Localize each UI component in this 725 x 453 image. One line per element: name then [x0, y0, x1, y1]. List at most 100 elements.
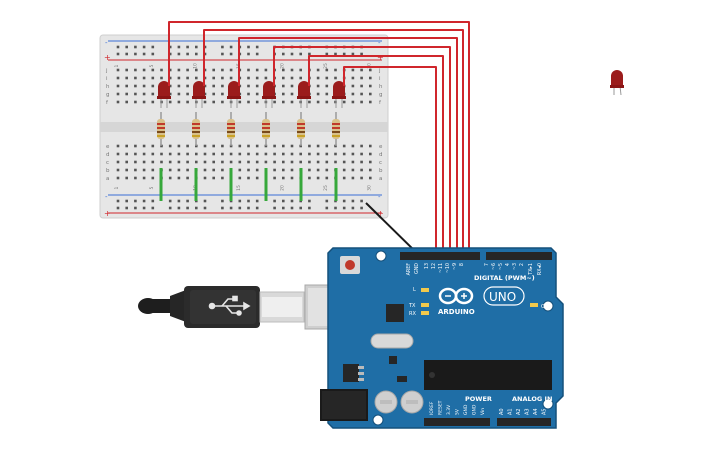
- tx-label: TX: [408, 303, 416, 309]
- green-jumpers[interactable]: [159, 168, 338, 201]
- digital-pin-label: ~9: [452, 263, 458, 270]
- rail-minus-top-right: -: [378, 39, 381, 47]
- row-letter: f: [106, 100, 109, 106]
- digital-pin-label: ~6: [491, 263, 497, 270]
- digital-pin-label: TX▸1: [528, 263, 534, 276]
- wire-led1: [168, 21, 470, 257]
- usb-chip: [386, 304, 404, 322]
- wire-led3: [238, 37, 458, 257]
- resistor-4: [262, 112, 270, 146]
- leds[interactable]: [157, 81, 346, 108]
- crystal: [370, 333, 414, 349]
- col-number: 5: [149, 64, 155, 67]
- digital-pin-label: 7: [484, 263, 490, 266]
- power-pin-label: GND: [472, 404, 478, 415]
- power-header[interactable]: [424, 418, 490, 426]
- usb-icon: [208, 295, 251, 316]
- resistor-1: [157, 112, 165, 146]
- resistor-2: [192, 112, 200, 146]
- digital-pin-label: 12: [431, 263, 437, 269]
- resistors[interactable]: [157, 112, 340, 146]
- model-label: UNO: [489, 290, 516, 304]
- rail-plus-top: +: [104, 53, 111, 62]
- row-letter: f: [379, 100, 382, 106]
- analog-header[interactable]: [497, 418, 551, 426]
- digital-pin-label: ~10: [445, 263, 451, 273]
- digital-pin-label: RX◂0: [537, 263, 543, 275]
- digital-header[interactable]: [400, 252, 552, 260]
- col-number: 5: [149, 186, 155, 189]
- atmega-chip: [424, 360, 552, 390]
- analog-pin-label: A2: [516, 408, 522, 415]
- row-letter: j: [378, 68, 381, 74]
- rail-plus-bottom-right: +: [377, 209, 384, 218]
- row-letter: h: [379, 84, 383, 90]
- l-label: L: [413, 287, 416, 293]
- analog-label: ANALOG IN: [512, 395, 552, 403]
- power-pin-label: Vin: [480, 408, 486, 415]
- digital-pin-label: AREF: [406, 263, 412, 276]
- analog-pin-label: A3: [525, 408, 531, 415]
- digital-pin-label: 8: [459, 263, 465, 266]
- digital-pin-label: ~11: [438, 263, 444, 273]
- power-pin-label: 3.3V: [446, 404, 452, 415]
- digital-pin-label: 2: [519, 263, 525, 266]
- led-6: [332, 81, 346, 108]
- digital-pin-label: GND: [414, 263, 420, 274]
- row-letter: d: [379, 152, 383, 158]
- row-letter: a: [106, 176, 109, 182]
- power-pin-label: RESET: [438, 400, 444, 415]
- row-letter: i: [379, 76, 381, 82]
- led-4: [262, 81, 276, 108]
- led-2: [192, 81, 206, 108]
- row-letter: d: [106, 152, 110, 158]
- led-5: [297, 81, 311, 108]
- arduino-logo-icon: [438, 287, 474, 305]
- on-label: ON: [541, 304, 549, 310]
- col-number: 20: [279, 185, 285, 191]
- red-wires[interactable]: [168, 21, 470, 257]
- col-number: 30: [366, 63, 372, 69]
- analog-pin-label: A0: [499, 408, 505, 415]
- row-letter: b: [106, 168, 110, 174]
- digital-pin-label: 4: [505, 263, 511, 266]
- led-3: [227, 81, 241, 108]
- row-letter: g: [106, 92, 110, 98]
- col-number: 15: [236, 185, 242, 191]
- digital-pin-label: ~5: [498, 263, 504, 270]
- resistor-3: [227, 112, 235, 146]
- led-1: [157, 81, 171, 108]
- row-letter: a: [379, 176, 382, 182]
- power-jack[interactable]: [320, 389, 368, 421]
- digital-label: DIGITAL (PWM~): [474, 274, 535, 282]
- row-letter: j: [105, 68, 108, 74]
- wire-led5: [308, 55, 444, 257]
- col-number: 1: [114, 64, 120, 67]
- col-number: 30: [366, 185, 372, 191]
- row-letter: i: [106, 76, 108, 82]
- row-letter: c: [379, 160, 382, 166]
- rail-minus-bottom: -: [105, 193, 108, 201]
- reset-button[interactable]: [340, 256, 360, 274]
- resistor-6: [332, 112, 340, 146]
- row-letter: h: [106, 84, 110, 90]
- analog-pin-label: A4: [533, 408, 539, 415]
- analog-pin-label: A5: [542, 408, 548, 415]
- row-letter: b: [379, 168, 383, 174]
- rail-minus-top: -: [105, 39, 108, 47]
- row-letter: c: [106, 160, 109, 166]
- spare-led[interactable]: [610, 70, 624, 96]
- resistor-5: [297, 112, 305, 146]
- rail-minus-bottom-right: -: [378, 193, 381, 201]
- usb-cable[interactable]: [138, 284, 338, 330]
- wire-led6: [343, 66, 437, 257]
- rail-plus-top-right: +: [377, 53, 384, 62]
- row-letter: e: [106, 144, 110, 150]
- power-pin-label: GND: [463, 404, 469, 415]
